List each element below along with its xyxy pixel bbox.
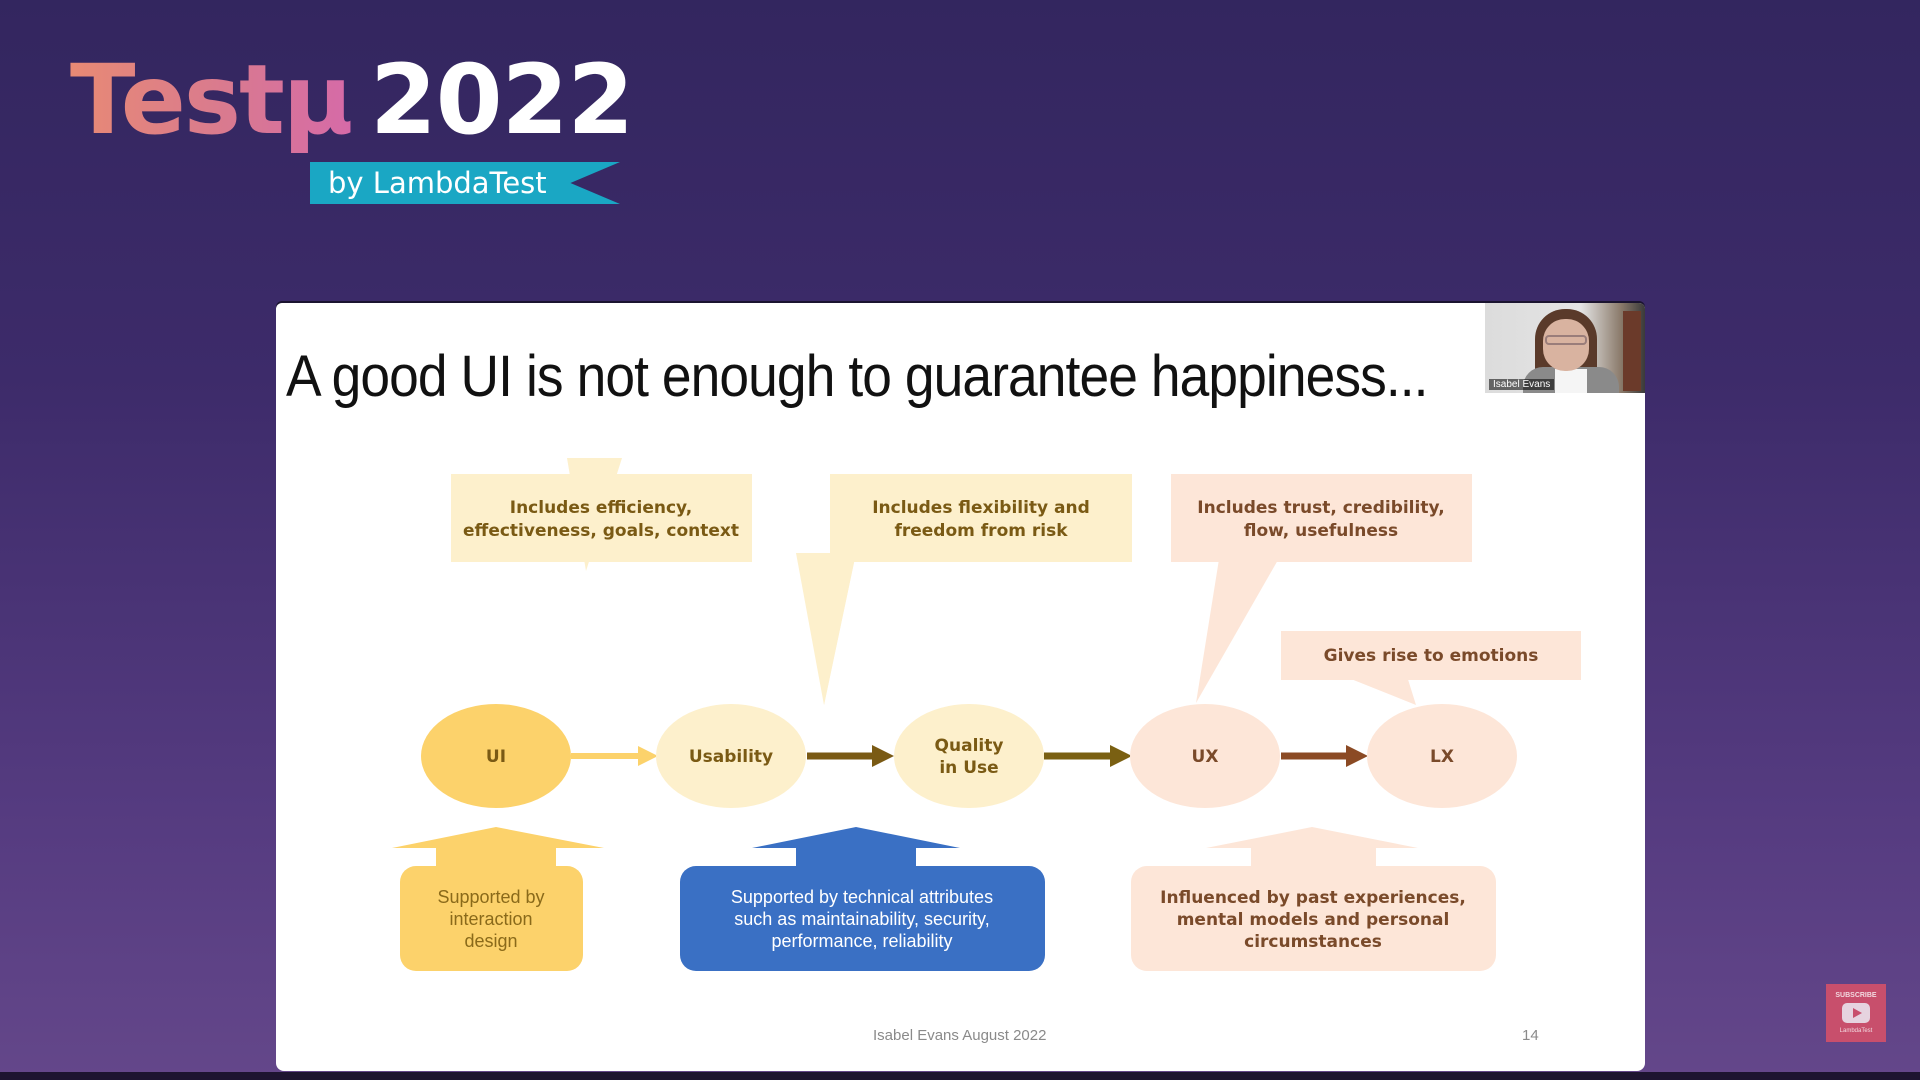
callout-usability-line1: Includes efficiency, [510, 498, 693, 518]
callout-lx-line1: Gives rise to emotions [1324, 646, 1539, 666]
slide-footer-credit: Isabel Evans August 2022 [873, 1027, 1047, 1044]
node-quality-label-line2: in Use [939, 758, 998, 778]
support-past-experiences: Influenced by past experiences, mental m… [1131, 827, 1496, 971]
webcam-presenter-label: Isabel Evans [1489, 379, 1555, 390]
subscribe-label: SUBSCRIBE [1835, 992, 1877, 999]
support-past-line1: Influenced by past experiences, [1160, 888, 1466, 908]
node-usability-label: Usability [689, 747, 773, 767]
ui-to-lx-diagram: Includes efficiency, effectiveness, goal… [392, 458, 1581, 971]
youtube-play-icon [1842, 1003, 1870, 1023]
callout-ux-line2: flow, usefulness [1244, 521, 1398, 541]
subscribe-button[interactable]: SUBSCRIBE LambdaTest [1826, 984, 1886, 1042]
webcam-presenter-face [1543, 319, 1589, 371]
logo-byline-ribbon: by LambdaTest [310, 162, 620, 204]
support-technical-attributes: Supported by technical attributes such a… [680, 827, 1045, 971]
node-lx: LX [1367, 704, 1517, 808]
webcam-presenter-glasses [1545, 335, 1587, 345]
callout-ux-line1: Includes trust, credibility, [1197, 498, 1444, 518]
webcam-presenter-shirt [1555, 369, 1587, 393]
node-quality-label-line1: Quality [935, 736, 1004, 756]
callout-quality-line2: freedom from risk [894, 521, 1068, 541]
node-ux-label: UX [1192, 747, 1219, 767]
support-interaction-line2: interaction [449, 909, 532, 929]
flow-arrows [571, 745, 1368, 767]
support-interaction-design: Supported by interaction design [392, 827, 604, 971]
callout-quality-line1: Includes flexibility and [872, 498, 1090, 518]
support-technical-line3: performance, reliability [771, 931, 952, 951]
webcam-bookshelf [1623, 311, 1641, 391]
callout-lx: Gives rise to emotions [1281, 631, 1581, 705]
support-technical-line1: Supported by technical attributes [731, 887, 993, 907]
subscribe-brand: LambdaTest [1839, 1028, 1873, 1034]
callout-quality: Includes flexibility and freedom from ri… [796, 474, 1132, 705]
node-lx-label: LX [1430, 747, 1454, 767]
logo-event-name: Testμ [70, 40, 354, 160]
node-ux: UX [1130, 704, 1280, 808]
logo-byline: by LambdaTest [328, 166, 547, 200]
node-ui: UI [421, 704, 571, 808]
node-quality-in-use: Quality in Use [894, 704, 1044, 808]
callout-ux: Includes trust, credibility, flow, usefu… [1171, 474, 1472, 703]
video-bottom-edge [0, 1072, 1920, 1080]
presenter-webcam: Isabel Evans [1485, 303, 1645, 393]
callout-usability: Includes efficiency, effectiveness, goal… [451, 458, 752, 571]
callout-usability-line2: effectiveness, goals, context [463, 521, 739, 541]
node-ui-label: UI [486, 747, 506, 767]
support-technical-line2: such as maintainability, security, [734, 909, 989, 929]
presentation-slide: A good UI is not enough to guarantee hap… [276, 303, 1645, 1071]
support-past-line3: circumstances [1244, 932, 1382, 952]
support-past-line2: mental models and personal [1177, 910, 1450, 930]
node-usability: Usability [656, 704, 806, 808]
logo-event-year: 2022 [370, 44, 634, 156]
slide-page-number: 14 [1522, 1027, 1539, 1044]
support-interaction-line1: Supported by [437, 887, 544, 907]
support-interaction-line3: design [464, 931, 517, 951]
slide-title: A good UI is not enough to guarantee hap… [286, 344, 1429, 409]
